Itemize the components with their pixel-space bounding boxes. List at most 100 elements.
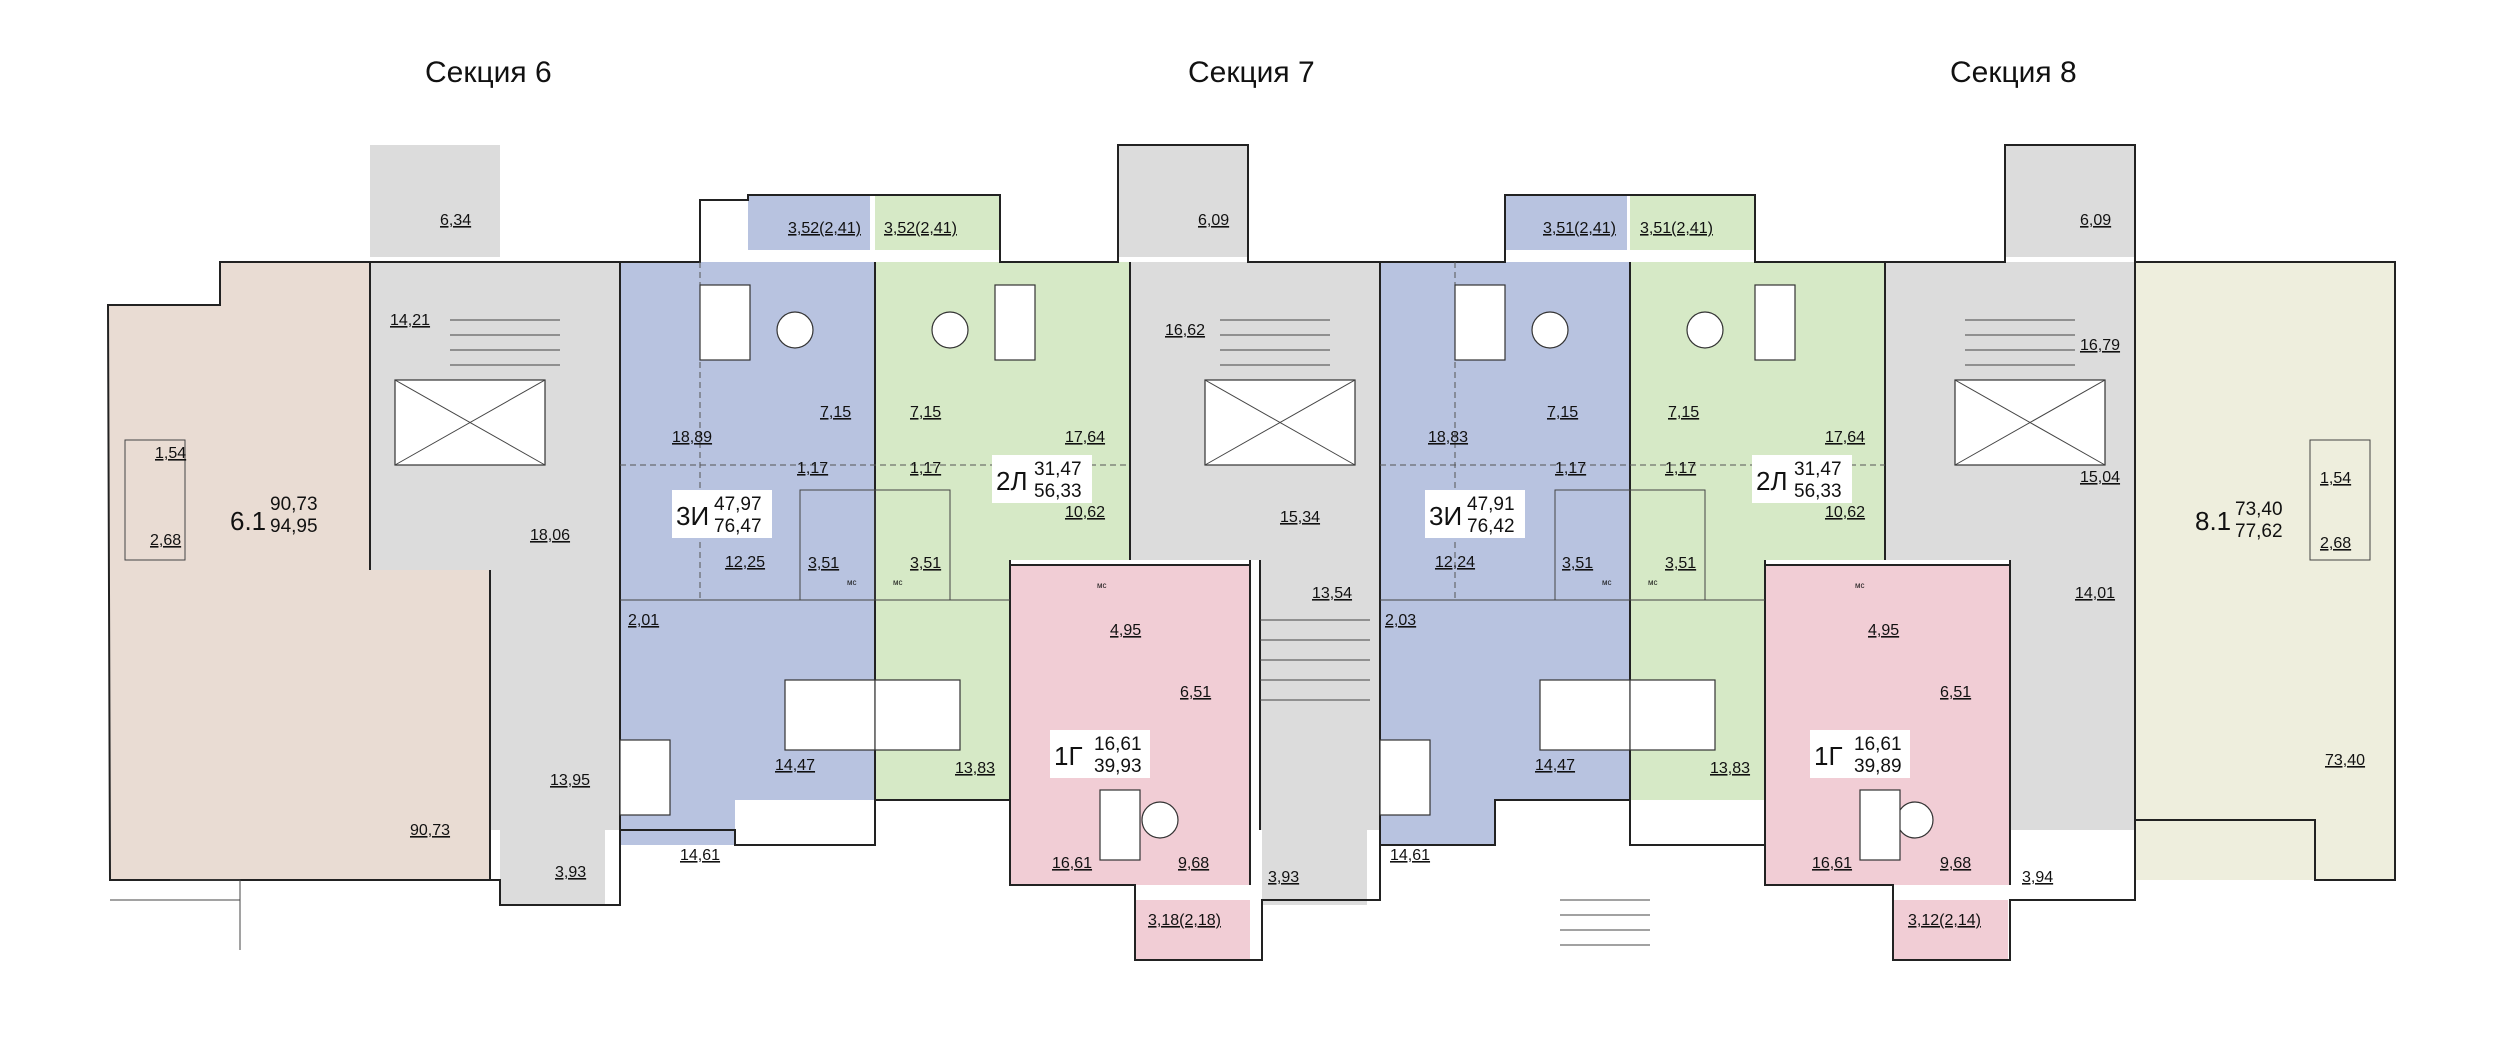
apt-2l-1-label-bg <box>992 455 1092 503</box>
room-area: 3,51 <box>1665 555 1696 572</box>
room-area: 13,83 <box>1710 760 1750 777</box>
table-1 <box>776 311 814 349</box>
apt-1g-1-label-bg <box>1050 730 1150 778</box>
commercial-unit-6-1 <box>108 262 490 880</box>
room-area: 18,06 <box>530 527 570 544</box>
apartment-2l-2 <box>1630 262 1885 800</box>
balcony-blue-2 <box>1505 195 1627 250</box>
section-6-title: Секция 6 <box>425 56 552 89</box>
table-6 <box>1896 801 1934 839</box>
mc-label: мс <box>1855 581 1865 590</box>
room-area: 13,54 <box>1312 585 1352 602</box>
section-7-title: Секция 7 <box>1188 56 1315 89</box>
apt-3i-1-total: 76,47 <box>714 516 762 537</box>
color-fills <box>108 145 2395 960</box>
room-area: 1,54 <box>2320 470 2351 487</box>
apt-6-1-total: 94,95 <box>270 516 318 537</box>
apt-1g-1-code: 1Г <box>1054 741 1083 771</box>
room-area: 2,01 <box>628 612 659 629</box>
room-area: 6,09 <box>2080 212 2111 229</box>
apt-3i-2-label-bg <box>1425 490 1525 538</box>
apt-2l-1-code: 2Л <box>996 466 1028 496</box>
apartment-2l-1 <box>875 262 1130 800</box>
balcony-8-top <box>2005 145 2135 257</box>
room-area: 3,51(2,41) <box>1543 220 1616 237</box>
room-area: 10,62 <box>1065 504 1105 521</box>
room-area: 2,68 <box>150 532 181 549</box>
walls <box>106 144 2396 961</box>
room-area: 7,15 <box>820 404 851 421</box>
room-area: 4,95 <box>1868 622 1899 639</box>
apt-6-1-living: 90,73 <box>270 494 318 515</box>
mc-label: мс <box>847 578 857 587</box>
room-area: 16,62 <box>1165 322 1205 339</box>
sofa-2 <box>994 284 1036 361</box>
apt-2l-2-total: 56,33 <box>1794 481 1842 502</box>
room-area: 1,17 <box>1555 460 1586 477</box>
room-area: 3,93 <box>1268 869 1299 886</box>
room-area: 3,12(2,14) <box>1908 912 1981 929</box>
bed-5 <box>1379 739 1431 816</box>
room-area: 7,15 <box>1668 404 1699 421</box>
room-area: 14,21 <box>390 312 430 329</box>
room-area: 1,54 <box>155 445 186 462</box>
apartment-labels: 6.1 90,73 94,95 3И 47,97 76,47 2Л 31,47 … <box>230 455 2283 778</box>
room-area: 9,68 <box>1178 855 1209 872</box>
room-area: 15,04 <box>2080 469 2120 486</box>
mc-label: мс <box>1602 578 1612 587</box>
apt-3i-2-code: 3И <box>1429 501 1462 531</box>
shower-markers: мс мс мс мс мс мс <box>847 578 1865 590</box>
room-area: 2,68 <box>2320 535 2351 552</box>
table-5 <box>1686 311 1724 349</box>
balcony-pink-2 <box>1893 900 2008 960</box>
stair-6-bottom <box>500 820 605 905</box>
room-area: 6,51 <box>1180 684 1211 701</box>
balcony-7-top <box>1118 145 1248 257</box>
room-area: 6,34 <box>440 212 471 229</box>
apt-2l-1-living: 31,47 <box>1034 459 1082 480</box>
commercial-unit-8-1 <box>2135 262 2395 880</box>
apt-3i-2-total: 76,42 <box>1467 516 1515 537</box>
room-areas: 6,34 14,21 18,06 1,54 2,68 90,73 13,95 3… <box>150 212 2365 929</box>
section-8-title: Секция 8 <box>1950 56 2077 89</box>
apt-1g-2-code: 1Г <box>1814 741 1843 771</box>
table-3 <box>1141 801 1179 839</box>
room-area: 15,34 <box>1280 509 1320 526</box>
room-area: 12,24 <box>1435 554 1475 571</box>
apartment-1g-2 <box>1765 565 2010 885</box>
room-area: 18,89 <box>672 429 712 446</box>
room-area: 14,01 <box>2075 585 2115 602</box>
apt-1g-2-label-bg <box>1810 730 1910 778</box>
apt-3i-1-code: 3И <box>676 501 709 531</box>
mc-label: мс <box>1648 578 1658 587</box>
room-area: 14,47 <box>775 757 815 774</box>
apt-2l-2-label-bg <box>1752 455 1852 503</box>
bed-4 <box>1539 679 1631 751</box>
apt-3i-2-living: 47,91 <box>1467 494 1515 515</box>
room-area: 6,51 <box>1940 684 1971 701</box>
sofa-5 <box>1754 284 1796 361</box>
stair-7-bottom <box>1262 820 1367 905</box>
room-area: 90,73 <box>410 822 450 839</box>
room-area: 10,62 <box>1825 504 1865 521</box>
room-area: 73,40 <box>2325 752 2365 769</box>
room-area: 4,95 <box>1110 622 1141 639</box>
room-area: 3,52(2,41) <box>788 220 861 237</box>
room-area: 17,64 <box>1065 429 1105 446</box>
bed-2 <box>619 739 671 816</box>
room-area: 3,51 <box>1562 555 1593 572</box>
apt-1g-1-total: 39,93 <box>1094 756 1142 777</box>
room-area: 1,17 <box>1665 460 1696 477</box>
room-area: 14,61 <box>680 847 720 864</box>
room-area: 6,09 <box>1198 212 1229 229</box>
room-area: 16,79 <box>2080 337 2120 354</box>
room-area: 9,68 <box>1940 855 1971 872</box>
apt-6-1-code: 6.1 <box>230 506 266 536</box>
room-area: 3,52(2,41) <box>884 220 957 237</box>
apt-3i-1-label-bg <box>672 490 772 538</box>
bed-3 <box>874 679 961 751</box>
room-area: 3,51 <box>910 555 941 572</box>
sofa-3 <box>1099 789 1141 861</box>
apt-8-1-code: 8.1 <box>2195 506 2231 536</box>
sofa-1 <box>699 284 751 361</box>
